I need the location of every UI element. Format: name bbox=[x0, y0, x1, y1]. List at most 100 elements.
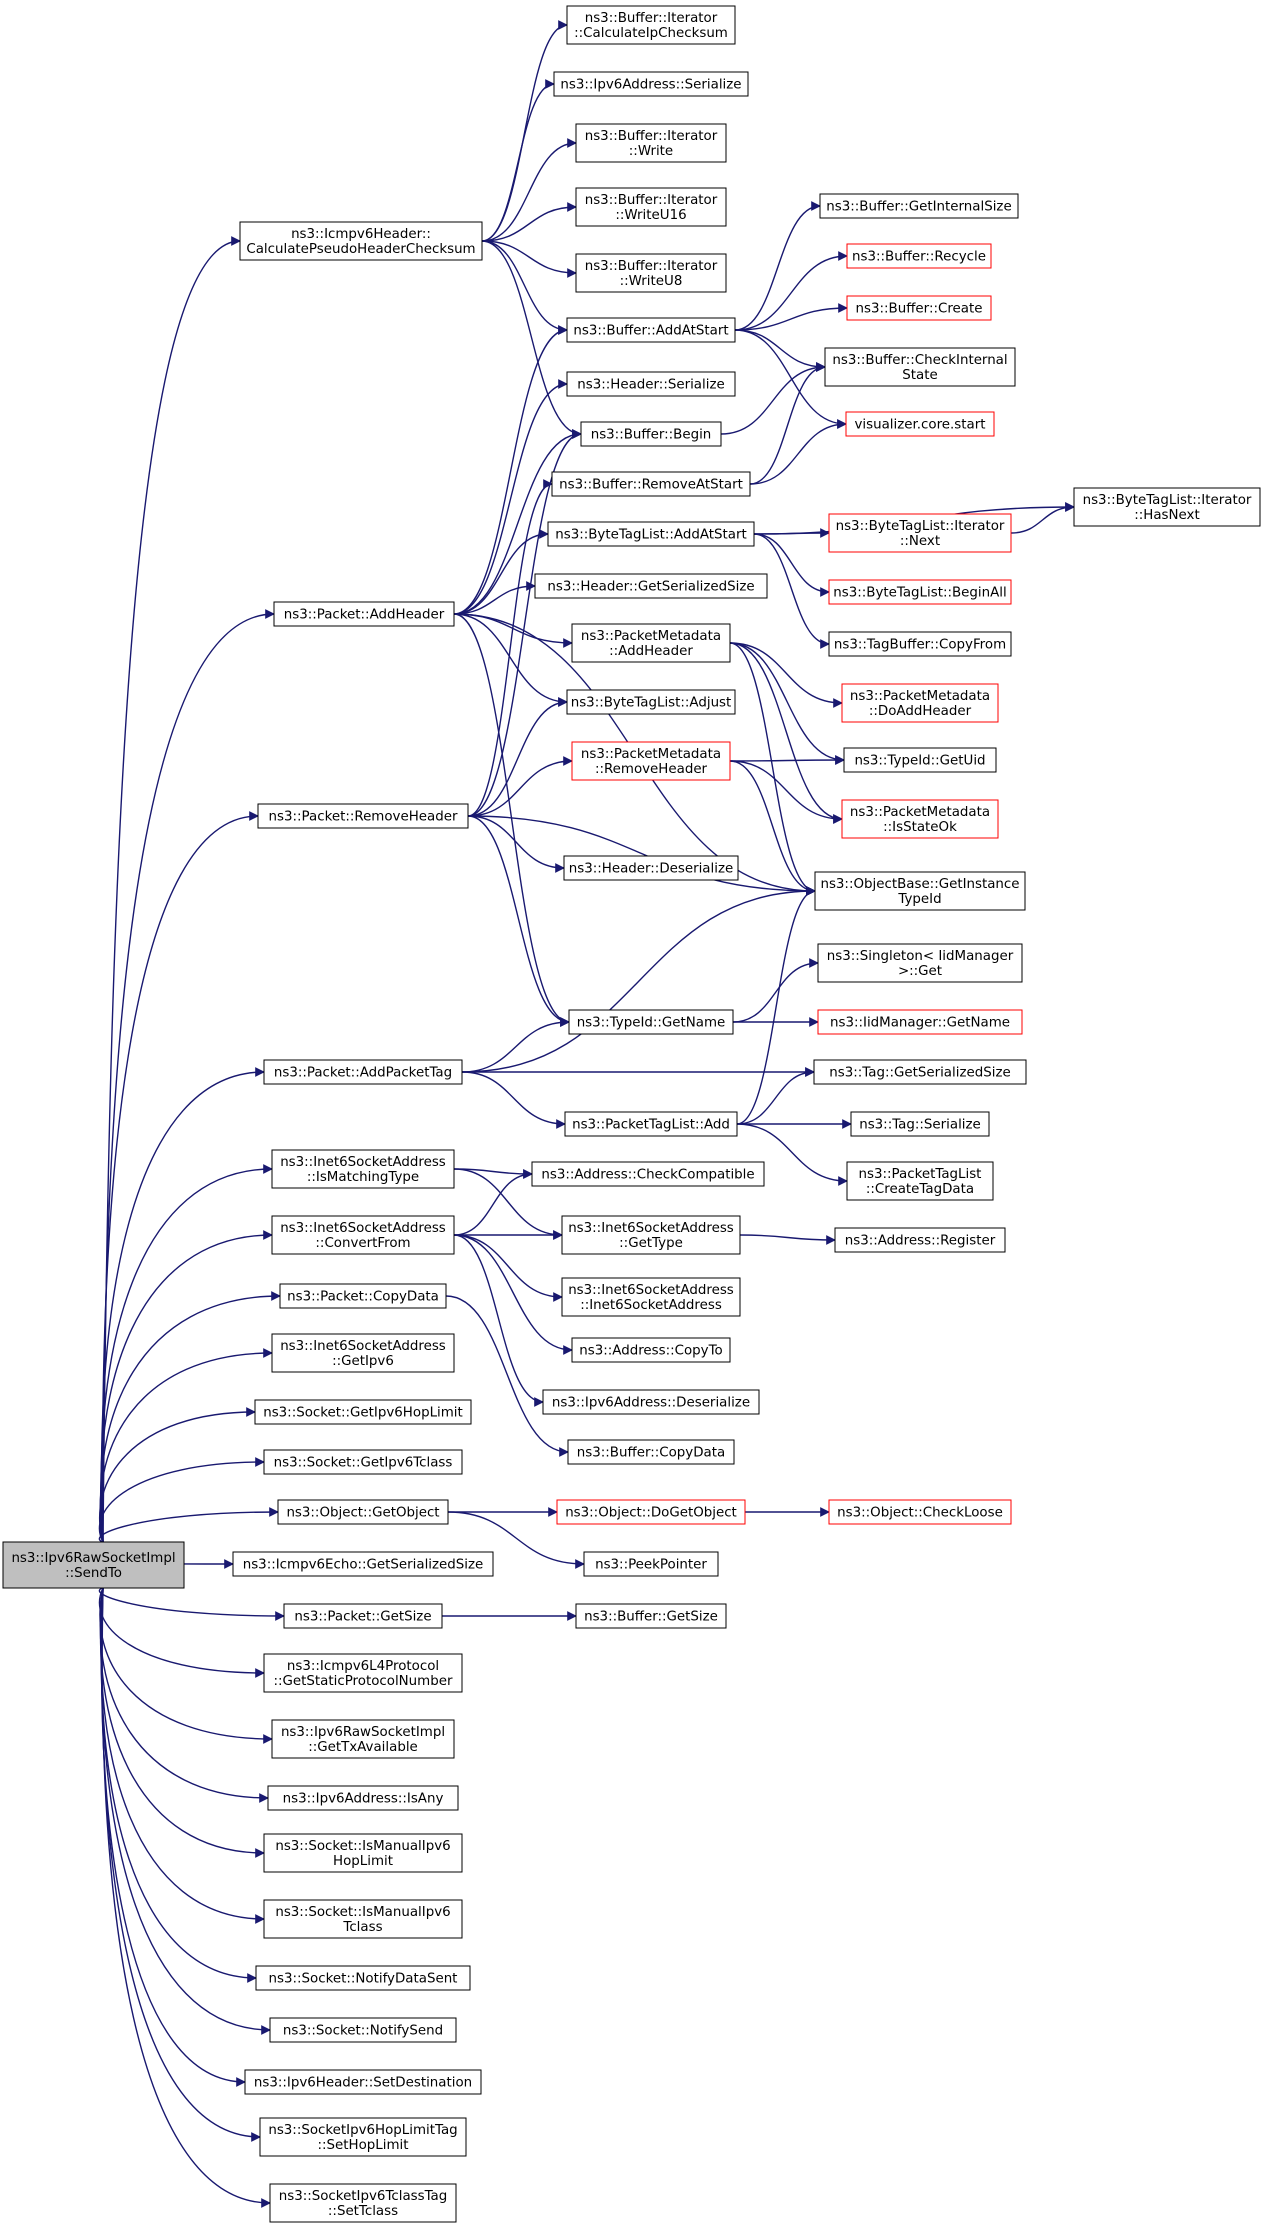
function-node[interactable]: ns3::Ipv6Address::IsAny bbox=[267, 1785, 459, 1811]
function-node[interactable]: ns3::Buffer::Iterator::Write bbox=[575, 123, 727, 163]
node-box[interactable] bbox=[271, 1333, 455, 1373]
function-node[interactable]: ns3::Socket::NotifyDataSent bbox=[255, 1965, 471, 1991]
node-box[interactable] bbox=[1073, 487, 1261, 527]
node-box[interactable] bbox=[232, 1551, 494, 1577]
node-box[interactable] bbox=[271, 1215, 455, 1255]
function-node[interactable]: ns3::ByteTagList::Iterator::HasNext bbox=[1073, 487, 1261, 527]
function-node[interactable]: ns3::Header::Serialize bbox=[566, 371, 736, 397]
node-box[interactable] bbox=[583, 1551, 719, 1577]
node-box[interactable] bbox=[566, 317, 736, 343]
function-node[interactable]: ns3::Packet::CopyData bbox=[279, 1283, 447, 1309]
node-box[interactable] bbox=[846, 243, 992, 269]
function-node[interactable]: ns3::TagBuffer::CopyFrom bbox=[828, 631, 1012, 657]
function-node[interactable]: ns3::Header::Deserialize bbox=[563, 855, 739, 881]
node-box[interactable] bbox=[561, 1277, 741, 1317]
node-box[interactable] bbox=[263, 1449, 463, 1475]
function-node[interactable]: ns3::Buffer::RemoveAtStart bbox=[551, 471, 751, 497]
node-box[interactable] bbox=[269, 2017, 457, 2043]
function-node[interactable]: ns3::Address::CheckCompatible bbox=[531, 1161, 765, 1187]
node-box[interactable] bbox=[244, 2069, 482, 2095]
node-box[interactable] bbox=[283, 1603, 443, 1629]
node-box[interactable] bbox=[813, 1059, 1027, 1085]
node-box[interactable] bbox=[828, 513, 1012, 553]
function-node[interactable]: ns3::Socket::GetIpv6HopLimit bbox=[254, 1399, 472, 1425]
node-box[interactable] bbox=[566, 371, 736, 397]
function-node[interactable]: ns3::Packet::AddHeader bbox=[273, 601, 455, 627]
function-node[interactable]: ns3::Buffer::Iterator::WriteU16 bbox=[575, 187, 727, 227]
function-node[interactable]: visualizer.core.start bbox=[845, 411, 995, 437]
function-node[interactable]: ns3::Buffer::Begin bbox=[580, 421, 722, 447]
function-node[interactable]: ns3::Buffer::Recycle bbox=[846, 243, 992, 269]
function-node[interactable]: ns3::Icmpv6Header::CalculatePseudoHeader… bbox=[239, 221, 483, 261]
node-box[interactable] bbox=[568, 1009, 734, 1035]
function-node[interactable]: ns3::Buffer::GetSize bbox=[575, 1603, 727, 1629]
function-node[interactable]: ns3::ByteTagList::BeginAll bbox=[828, 579, 1012, 605]
node-box[interactable] bbox=[2, 1541, 185, 1589]
function-node[interactable]: ns3::Icmpv6Echo::GetSerializedSize bbox=[232, 1551, 494, 1577]
node-box[interactable] bbox=[563, 855, 739, 881]
function-node[interactable]: ns3::Buffer::GetInternalSize bbox=[819, 193, 1019, 219]
function-node[interactable]: ns3::Address::Register bbox=[834, 1227, 1006, 1253]
function-node[interactable]: ns3::PacketMetadata::RemoveHeader bbox=[571, 741, 731, 781]
node-box[interactable] bbox=[828, 631, 1012, 657]
function-node[interactable]: ns3::Buffer::Iterator::CalculateIpChecks… bbox=[566, 5, 736, 45]
function-node[interactable]: ns3::SocketIpv6TclassTag::SetTclass bbox=[269, 2183, 457, 2223]
node-box[interactable] bbox=[553, 71, 749, 97]
node-box[interactable] bbox=[259, 2117, 467, 2157]
node-box[interactable] bbox=[843, 747, 997, 773]
function-node[interactable]: ns3::Object::CheckLoose bbox=[828, 1499, 1012, 1525]
node-box[interactable] bbox=[846, 295, 992, 321]
function-node[interactable]: ns3::TypeId::GetName bbox=[568, 1009, 734, 1035]
node-box[interactable] bbox=[239, 221, 483, 261]
node-box[interactable] bbox=[814, 871, 1026, 911]
node-box[interactable] bbox=[575, 253, 727, 293]
node-box[interactable] bbox=[263, 1833, 463, 1873]
function-node[interactable]: ns3::Buffer::Create bbox=[846, 295, 992, 321]
function-node[interactable]: ns3::Packet::AddPacketTag bbox=[263, 1059, 463, 1085]
function-node[interactable]: ns3::PacketMetadata::IsStateOk bbox=[841, 799, 999, 839]
function-node[interactable]: ns3::Inet6SocketAddress::GetIpv6 bbox=[271, 1333, 455, 1373]
node-box[interactable] bbox=[255, 1965, 471, 1991]
function-node[interactable]: ns3::ByteTagList::Iterator::Next bbox=[828, 513, 1012, 553]
node-box[interactable] bbox=[828, 1499, 1012, 1525]
node-box[interactable] bbox=[551, 471, 751, 497]
function-node[interactable]: ns3::Ipv6Header::SetDestination bbox=[244, 2069, 482, 2095]
node-box[interactable] bbox=[279, 1283, 447, 1309]
function-node[interactable]: ns3::Singleton< IidManager >::Get bbox=[817, 943, 1023, 983]
function-node[interactable]: ns3::Inet6SocketAddress::GetType bbox=[561, 1215, 741, 1255]
node-box[interactable] bbox=[817, 943, 1023, 983]
node-box[interactable] bbox=[824, 347, 1016, 387]
node-box[interactable] bbox=[841, 683, 999, 723]
node-box[interactable] bbox=[534, 573, 768, 599]
function-node[interactable]: ns3::Header::GetSerializedSize bbox=[534, 573, 768, 599]
function-node[interactable]: ns3::Inet6SocketAddress::Inet6SocketAddr… bbox=[561, 1277, 741, 1317]
node-box[interactable] bbox=[531, 1161, 765, 1187]
node-box[interactable] bbox=[556, 1499, 746, 1525]
function-node[interactable]: ns3::PacketMetadata::AddHeader bbox=[571, 623, 731, 663]
node-box[interactable] bbox=[580, 421, 722, 447]
function-node[interactable]: ns3::Packet::GetSize bbox=[283, 1603, 443, 1629]
function-node[interactable]: ns3::PacketMetadata::DoAddHeader bbox=[841, 683, 999, 723]
function-node[interactable]: ns3::Inet6SocketAddress::IsMatchingType bbox=[271, 1149, 455, 1189]
function-node[interactable]: ns3::Tag::Serialize bbox=[850, 1111, 990, 1137]
function-node[interactable]: ns3::Buffer::AddAtStart bbox=[566, 317, 736, 343]
function-node[interactable]: ns3::Ipv6Address::Deserialize bbox=[542, 1389, 760, 1415]
node-box[interactable] bbox=[564, 1111, 738, 1137]
function-node[interactable]: ns3::Icmpv6L4Protocol::GetStaticProtocol… bbox=[263, 1653, 463, 1693]
node-box[interactable] bbox=[271, 1149, 455, 1189]
function-node[interactable]: ns3::Packet::RemoveHeader bbox=[257, 803, 469, 829]
function-node[interactable]: ns3::Socket::GetIpv6Tclass bbox=[263, 1449, 463, 1475]
node-box[interactable] bbox=[828, 579, 1012, 605]
function-node[interactable]: ns3::Ipv6RawSocketImpl::GetTxAvailable bbox=[271, 1719, 455, 1759]
node-box[interactable] bbox=[850, 1111, 990, 1137]
node-box[interactable] bbox=[263, 1653, 463, 1693]
node-box[interactable] bbox=[547, 521, 755, 547]
function-node[interactable]: ns3::Buffer::Iterator::WriteU8 bbox=[575, 253, 727, 293]
node-box[interactable] bbox=[571, 623, 731, 663]
node-box[interactable] bbox=[566, 5, 736, 45]
node-box[interactable] bbox=[273, 601, 455, 627]
node-box[interactable] bbox=[575, 187, 727, 227]
function-node[interactable]: ns3::Address::CopyTo bbox=[571, 1337, 731, 1363]
